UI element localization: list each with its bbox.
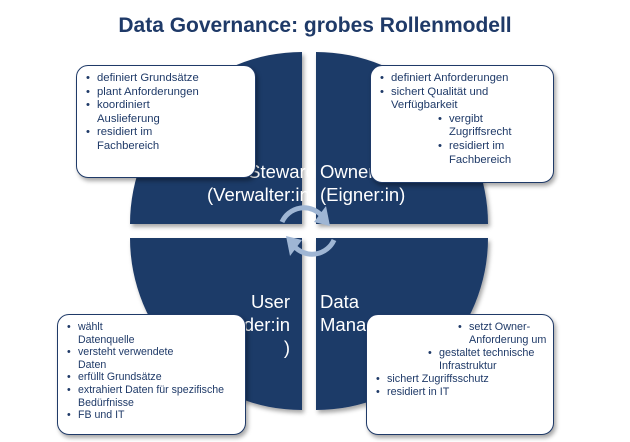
list-item: koordiniert Auslieferung: [86, 99, 197, 126]
list-item: erfüllt Grundsätze: [67, 371, 245, 384]
list-item: versteht verwendete Daten: [67, 346, 198, 371]
list-item: gestaltet technische Infrastruktur: [428, 347, 549, 373]
list-item: definiert Anforderungen: [380, 72, 553, 86]
list-item: sichert Qualität und Verfügbarkeit: [380, 86, 521, 113]
list-item: sichert Zugriffsschutz: [376, 373, 553, 386]
page-title: Data Governance: grobes Rollenmodell: [118, 14, 512, 37]
list-item: setzt Owner-Anforderung um: [458, 321, 549, 347]
list-item: extrahiert Daten für spezifische Bedürfn…: [67, 384, 243, 409]
list-item: vergibt Zugriffsrecht: [438, 113, 529, 140]
list-item: residiert im Fachbereich: [86, 126, 197, 153]
owner-label: Owner (Eigner:in): [320, 161, 406, 205]
list-item: residiert in IT: [376, 386, 553, 399]
user-duties-box: wählt Datenquelle versteht verwendete Da…: [57, 314, 246, 435]
refresh-cycle-icon: [279, 205, 337, 257]
list-item: definiert Grundsätze: [86, 72, 255, 86]
data-manager-duties-box: setzt Owner-Anforderung um gestaltet tec…: [366, 314, 554, 435]
list-item: plant Anforderungen: [86, 86, 255, 100]
steward-label: Steward (Verwalter:in): [207, 161, 316, 205]
list-item: FB und IT: [67, 409, 245, 422]
list-item: wählt Datenquelle: [67, 321, 158, 346]
owner-duties-box: definiert Anforderungen sichert Qualität…: [370, 65, 554, 183]
steward-duties-box: definiert Grundsätze plant Anforderungen…: [76, 65, 256, 178]
list-item: residiert im Fachbereich: [438, 140, 529, 167]
